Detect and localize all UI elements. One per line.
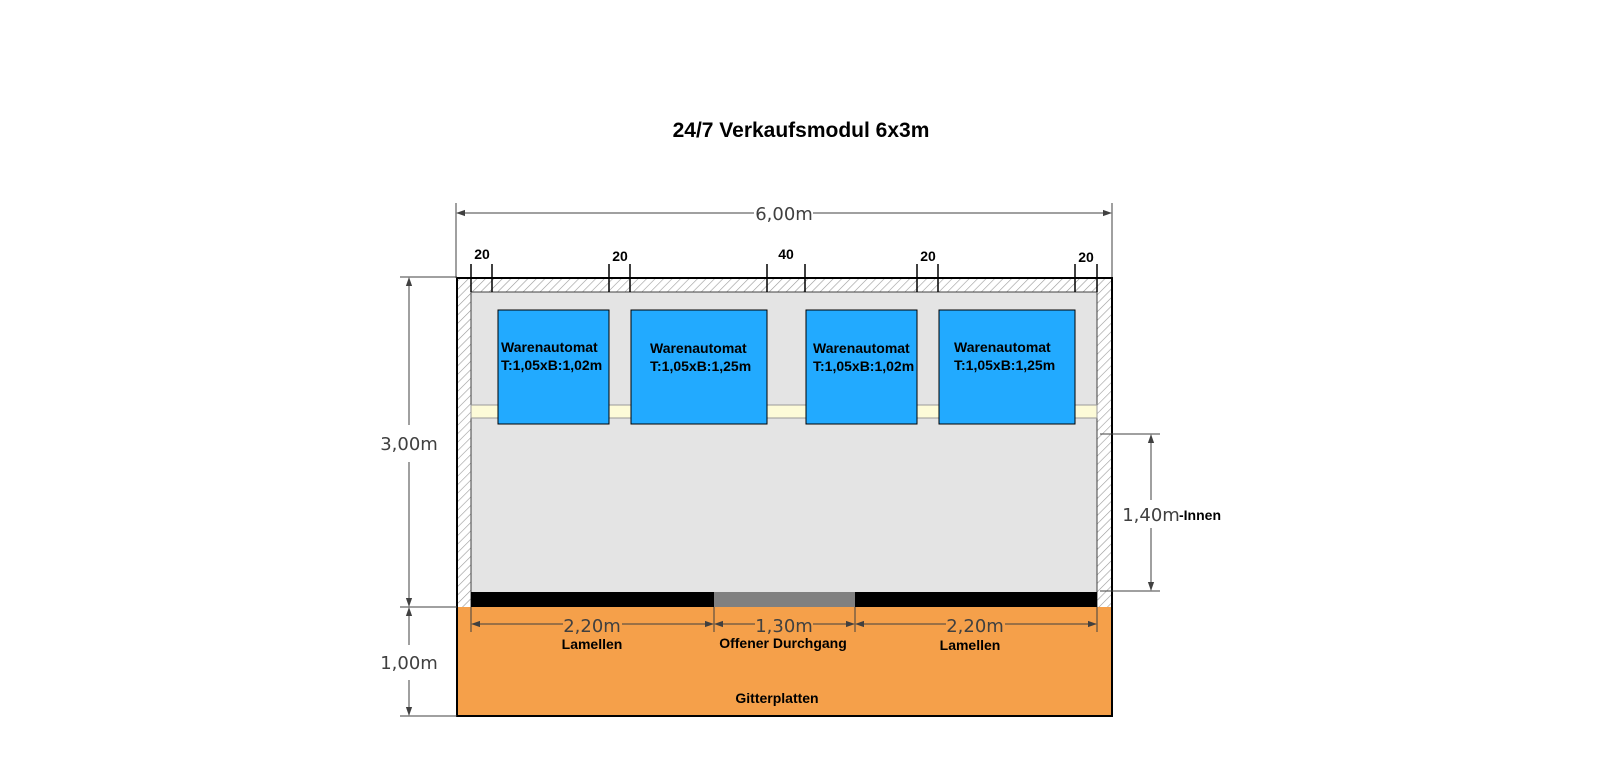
machine-name: Warenautomat	[501, 339, 598, 355]
inner-depth-label: 1,40m	[1122, 505, 1180, 526]
overall-width-dimension: 6,00m	[455, 203, 1113, 278]
depth-label: 3,00m	[380, 434, 438, 455]
machine-size: T:1,05xB:1,02m	[501, 357, 602, 373]
floor-label: Gitterplatten	[735, 690, 818, 706]
vending-machine: Warenautomat T:1,05xB:1,25m	[938, 309, 1076, 425]
front-strip-label: 1,00m	[380, 653, 438, 674]
diagram-title: 24/7 Verkaufsmodul 6x3m	[673, 119, 930, 142]
machine-size: T:1,05xB:1,02m	[813, 358, 914, 374]
segment-width: 1,30m	[755, 616, 813, 637]
vending-machine: Warenautomat T:1,05xB:1,02m	[805, 309, 918, 425]
machine-size: T:1,05xB:1,25m	[954, 357, 1055, 373]
segment-label: Offener Durchgang	[719, 635, 847, 651]
module-outline	[456, 277, 1113, 717]
depth-dimension	[400, 276, 457, 717]
grating-floor	[457, 607, 1112, 716]
machine-name: Warenautomat	[650, 340, 747, 356]
machine-size: T:1,05xB:1,25m	[650, 358, 751, 374]
machine-name: Warenautomat	[954, 339, 1051, 355]
inner-depth-dimension	[1100, 433, 1160, 592]
machine-name: Warenautomat	[813, 340, 910, 356]
inner-depth-suffix: -Innen	[1179, 507, 1221, 523]
front-segment-dimensions	[470, 607, 1098, 632]
lamellen-right	[855, 592, 1097, 607]
gap-label: 40	[778, 246, 794, 262]
segment-label: Lamellen	[940, 637, 1001, 653]
overall-width-label: 6,00m	[755, 204, 813, 225]
gap-label: 20	[612, 248, 628, 264]
gap-label: 20	[1078, 249, 1094, 265]
gap-label: 20	[474, 246, 490, 262]
wall-top	[457, 278, 1112, 292]
wall-right	[1097, 278, 1112, 607]
open-passage	[714, 592, 855, 607]
wall-left	[457, 278, 471, 607]
segment-width: 2,20m	[563, 616, 621, 637]
vending-machine: Warenautomat T:1,05xB:1,02m	[497, 309, 610, 425]
segment-label: Lamellen	[562, 636, 623, 652]
lamellen-left	[471, 592, 714, 607]
segment-width: 2,20m	[946, 616, 1004, 637]
gap-label: 20	[920, 248, 936, 264]
vending-machine: Warenautomat T:1,05xB:1,25m	[630, 309, 768, 425]
